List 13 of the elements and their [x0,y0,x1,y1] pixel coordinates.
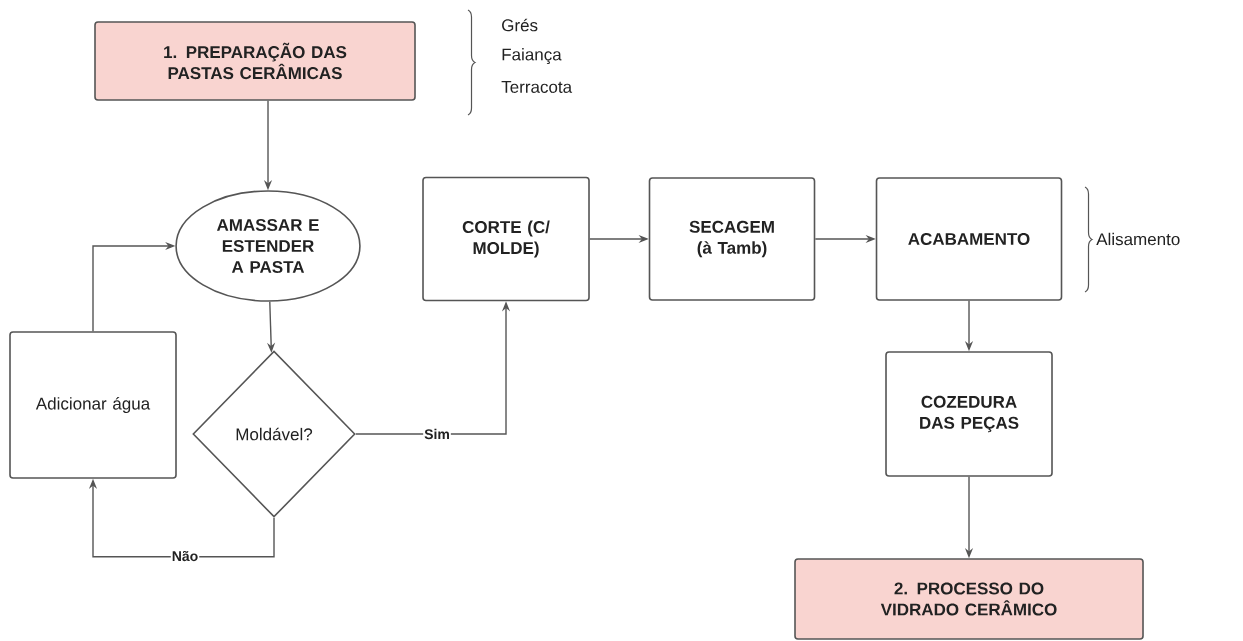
process-box: Adicionar água [9,331,177,479]
edge-label: Não [170,549,200,563]
edge-label: Sim [423,427,451,441]
side-note: Grés [502,18,538,32]
process-box: 2. PROCESSO DO VIDRADO CERÂMICO [794,558,1144,640]
process-box: CORTE (C/ MOLDE) [422,176,590,302]
process-box: ACABAMENTO [875,177,1063,301]
side-note: Alisamento [1096,232,1180,246]
process-box: COZEDURA DAS PEÇAS [885,351,1053,477]
process-box: 1. PREPARAÇÃO DAS PASTAS CERÂMICAS [94,21,416,101]
process-box: SECAGEM (à Tamb) [648,177,816,301]
side-note: Faiança [502,48,562,64]
side-note: Terracota [501,81,573,93]
